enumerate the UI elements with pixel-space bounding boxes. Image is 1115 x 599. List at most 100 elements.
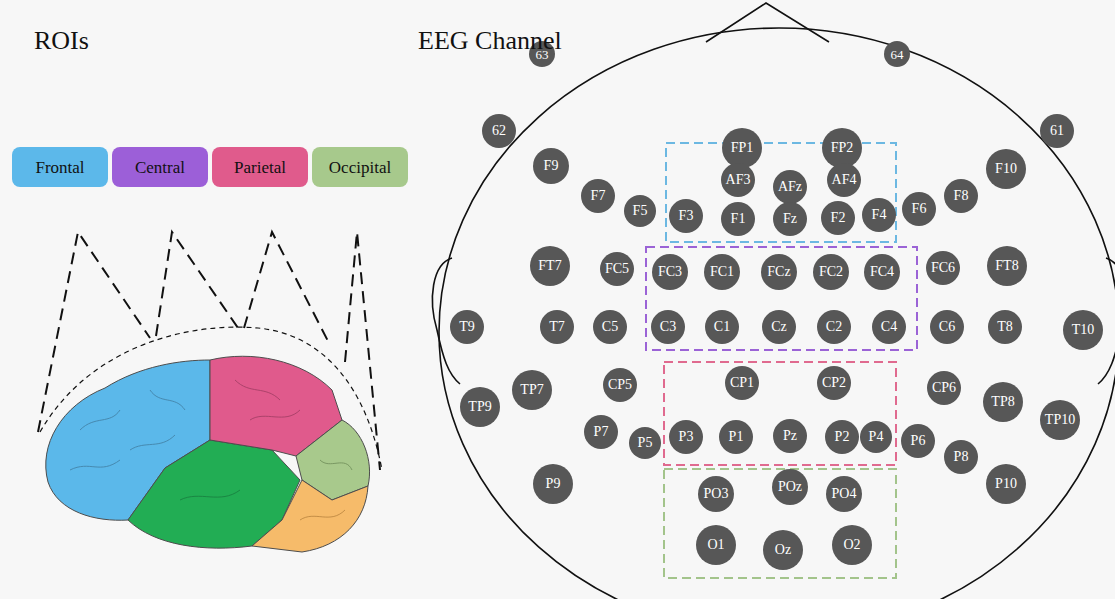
electrode-circle: F1 xyxy=(721,202,755,236)
channel-name: F5 xyxy=(633,204,648,218)
cerebellum xyxy=(252,480,368,552)
electrode-circle: FC6 xyxy=(926,251,960,285)
channel-name: C6 xyxy=(939,320,955,334)
gyrus-line xyxy=(250,410,300,420)
channel-name: TP10 xyxy=(1045,413,1075,427)
electrode-circle: AF4 xyxy=(827,163,861,197)
electrode-circle: 61 xyxy=(1040,114,1074,148)
channel-name: P3 xyxy=(679,430,694,444)
electrode-circle: PO4 xyxy=(826,476,862,512)
channel-name: O1 xyxy=(707,538,724,552)
gyrus-line xyxy=(130,435,175,450)
electrode-circle: TP9 xyxy=(460,387,500,427)
electrode-circle: F2 xyxy=(821,201,855,235)
channel-name: P7 xyxy=(594,425,609,439)
electrode-circle: C4 xyxy=(872,310,906,344)
channel-name: C4 xyxy=(881,320,897,334)
channel-name: C3 xyxy=(660,320,676,334)
gyrus-line xyxy=(70,460,120,470)
roi-name: Occipital xyxy=(329,159,391,176)
head-ellipse xyxy=(439,28,1115,599)
channel-name: AFz xyxy=(778,180,802,194)
electrode-circle: 62 xyxy=(482,114,516,148)
electrode-circle: P3 xyxy=(669,420,703,454)
channel-name: FC5 xyxy=(605,262,629,276)
channel-name: F7 xyxy=(591,189,606,203)
roi-box: Parietal xyxy=(212,147,308,187)
channel-name: FP2 xyxy=(831,141,854,155)
channel-name: FC3 xyxy=(658,265,682,279)
occipital-region xyxy=(664,469,896,578)
channel-name: P8 xyxy=(954,450,969,464)
channel-name: PO3 xyxy=(704,487,729,501)
electrode-circle: Fz xyxy=(773,202,807,236)
frontal-region xyxy=(666,143,896,242)
channel-name: FCz xyxy=(767,265,790,279)
channel-name: TP8 xyxy=(991,395,1014,409)
electrode-circle: F6 xyxy=(902,192,936,226)
electrode-circle: P1 xyxy=(719,420,753,454)
channel-name: O2 xyxy=(843,538,860,552)
channel-name: C1 xyxy=(714,320,730,334)
electrode-circle: T10 xyxy=(1063,310,1103,350)
gyrus-line xyxy=(150,390,185,410)
channel-name: P5 xyxy=(638,436,653,450)
channel-name: P10 xyxy=(995,477,1017,491)
roi-box: Occipital xyxy=(312,147,408,187)
electrode-circle: FP1 xyxy=(722,128,762,168)
electrode-circle: T9 xyxy=(450,310,484,344)
channel-name: Fz xyxy=(783,212,797,226)
electrode-circle: POz xyxy=(772,469,808,505)
channel-name: PO4 xyxy=(832,487,857,501)
channel-name: P9 xyxy=(546,477,561,491)
channel-name: TP9 xyxy=(468,400,491,414)
channel-name: P1 xyxy=(729,430,744,444)
channel-name: FC1 xyxy=(710,265,734,279)
electrode-circle: C6 xyxy=(930,310,964,344)
channel-name: CP2 xyxy=(822,376,846,390)
electrode-circle: FC5 xyxy=(600,252,634,286)
electrode-circle: P5 xyxy=(629,427,661,459)
channel-name: F2 xyxy=(831,211,846,225)
electrode-circle: CP6 xyxy=(927,371,961,405)
nose xyxy=(706,3,829,42)
roi-box: Frontal xyxy=(12,147,108,187)
electrode-circle: PO3 xyxy=(698,476,734,512)
gyrus-line xyxy=(320,460,352,470)
electrode-circle: P10 xyxy=(986,464,1026,504)
channel-name: Cz xyxy=(771,320,787,334)
gyrus-line xyxy=(235,380,280,400)
electrode-circle: FP2 xyxy=(822,128,862,168)
electrode-circle: FT8 xyxy=(987,246,1027,286)
brain xyxy=(46,356,370,552)
channel-name: P4 xyxy=(869,430,884,444)
channel-name: T10 xyxy=(1072,323,1095,337)
channel-name: T7 xyxy=(549,320,565,334)
electrode-circle: T8 xyxy=(988,310,1022,344)
electrode-circle: 64 xyxy=(884,41,910,67)
channel-name: F8 xyxy=(954,189,969,203)
channel-name: Pz xyxy=(783,429,797,443)
channel-name: Oz xyxy=(775,543,791,557)
channel-name: AF3 xyxy=(726,173,751,187)
gyrus-line xyxy=(180,490,240,500)
channel-name: 61 xyxy=(1050,124,1064,138)
channel-name: FC4 xyxy=(870,265,894,279)
roi-name: Parietal xyxy=(234,159,286,176)
electrode-circle: FT7 xyxy=(530,246,570,286)
channel-name: F9 xyxy=(544,159,559,173)
gyrus-line xyxy=(300,510,345,520)
electrode-circle: C5 xyxy=(593,310,627,344)
channel-name: CP1 xyxy=(730,376,754,390)
channel-name: C5 xyxy=(602,320,618,334)
roi-regions xyxy=(646,143,917,578)
channel-name: 62 xyxy=(492,124,506,138)
head-outline xyxy=(432,3,1115,599)
electrode-circle: P4 xyxy=(860,421,892,453)
electrode-circle: AFz xyxy=(773,170,807,204)
channel-name: P2 xyxy=(835,430,850,444)
electrode-circle: F4 xyxy=(862,198,896,232)
electrode-circle: F7 xyxy=(581,179,615,213)
channel-name: AF4 xyxy=(832,173,857,187)
electrode-circle: FC4 xyxy=(864,254,900,290)
